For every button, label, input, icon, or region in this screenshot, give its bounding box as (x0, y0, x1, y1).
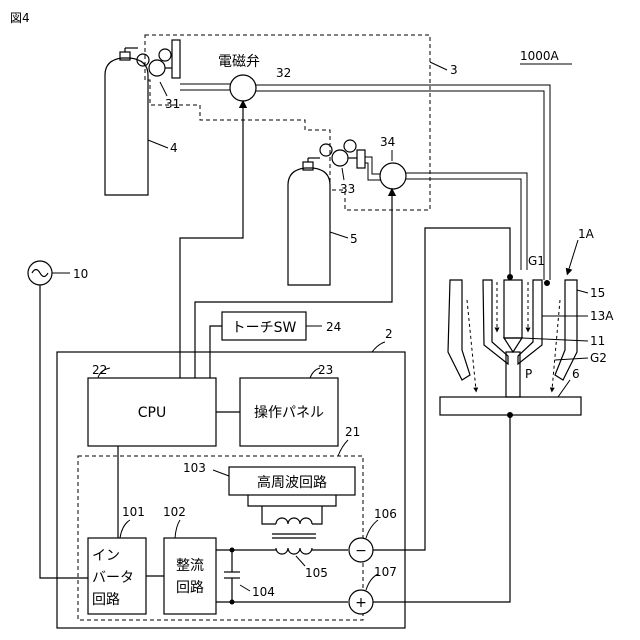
label-G2: G2 (590, 351, 607, 365)
label-11: 11 (590, 334, 605, 348)
leader-4 (148, 140, 168, 148)
gas-cylinder-5 (288, 158, 330, 285)
label-101: 101 (122, 505, 145, 519)
wire-primary-left (262, 506, 276, 524)
label-21: 21 (345, 425, 360, 439)
label-6: 6 (572, 367, 580, 381)
inverter-label-2: バータ (92, 570, 134, 586)
leader-1A (568, 240, 578, 272)
figure-label: 図4 (10, 11, 30, 25)
label-2: 2 (385, 327, 393, 341)
rectifier-label-1: 整流 (176, 558, 204, 574)
label-106: 106 (374, 507, 397, 521)
inverter-label-3: 回路 (92, 592, 120, 608)
label-104: 104 (252, 585, 275, 599)
transformer-secondary-coil (276, 548, 312, 554)
solenoid-valve-32 (230, 75, 256, 101)
label-22: 22 (92, 363, 107, 377)
label-1A: 1A (578, 227, 595, 241)
hf-circuit-label: 高周波回路 (257, 474, 327, 491)
label-103: 103 (183, 461, 206, 475)
rectifier-box (164, 538, 216, 614)
pipe-33-34-a (365, 157, 380, 174)
leader-33 (342, 168, 344, 180)
leader-106 (366, 520, 378, 538)
label-4: 4 (170, 141, 178, 155)
wire-ac-inverter (40, 285, 88, 578)
label-10: 10 (73, 267, 88, 281)
leader-15 (577, 290, 588, 293)
label-5: 5 (350, 232, 358, 246)
inverter-label-1: イン (92, 548, 120, 564)
torch-1A (448, 274, 577, 397)
pipe-34-torch-b (406, 179, 521, 270)
wire-primary-right (312, 506, 322, 524)
label-102: 102 (163, 505, 186, 519)
leader-21 (338, 440, 348, 456)
leader-102 (175, 520, 180, 538)
leader-103 (213, 470, 229, 476)
gas-cylinder-4 (105, 48, 148, 195)
wire-hf-primary (248, 495, 336, 506)
leader-3 (430, 62, 447, 70)
label-34: 34 (380, 135, 395, 149)
label-15: 15 (590, 286, 605, 300)
label-107: 107 (374, 565, 397, 579)
solenoid-valve-34 (380, 163, 406, 189)
valve-name-label: 電磁弁 (218, 54, 260, 70)
wire-minus-electrode (373, 228, 510, 550)
leader-5 (330, 232, 348, 238)
leader-G2 (555, 358, 588, 360)
label-13A: 13A (590, 309, 614, 323)
regulator-31 (137, 40, 180, 78)
label-105: 105 (305, 566, 328, 580)
transformer-primary-coil (276, 518, 312, 524)
regulator-33 (320, 140, 365, 168)
leader-6 (558, 380, 570, 397)
label-33: 33 (340, 182, 355, 196)
leader-31 (160, 82, 167, 96)
label-23: 23 (318, 363, 333, 377)
node-workpiece (507, 412, 513, 418)
label-3: 3 (450, 63, 458, 77)
minus-symbol: − (355, 543, 367, 559)
leader-11 (522, 338, 588, 341)
leader-2 (372, 342, 385, 352)
rectifier-label-2: 回路 (176, 580, 204, 596)
label-32: 32 (276, 66, 291, 80)
pipe-34-torch-a (406, 173, 527, 270)
system-id: 1000A (520, 49, 560, 63)
label-G1: G1 (528, 254, 545, 268)
operation-panel-label: 操作パネル (254, 405, 324, 421)
ac-wave-icon (32, 270, 48, 277)
leader-105 (296, 556, 305, 566)
label-31: 31 (165, 97, 180, 111)
plus-symbol: + (355, 595, 367, 611)
leader-101 (120, 520, 130, 538)
leader-104 (240, 585, 250, 591)
label-P: P (525, 367, 532, 381)
capacitor-104 (224, 550, 240, 602)
label-24: 24 (326, 320, 341, 334)
cpu-label: CPU (138, 405, 166, 421)
torch-switch-label: トーチSW (232, 320, 297, 336)
